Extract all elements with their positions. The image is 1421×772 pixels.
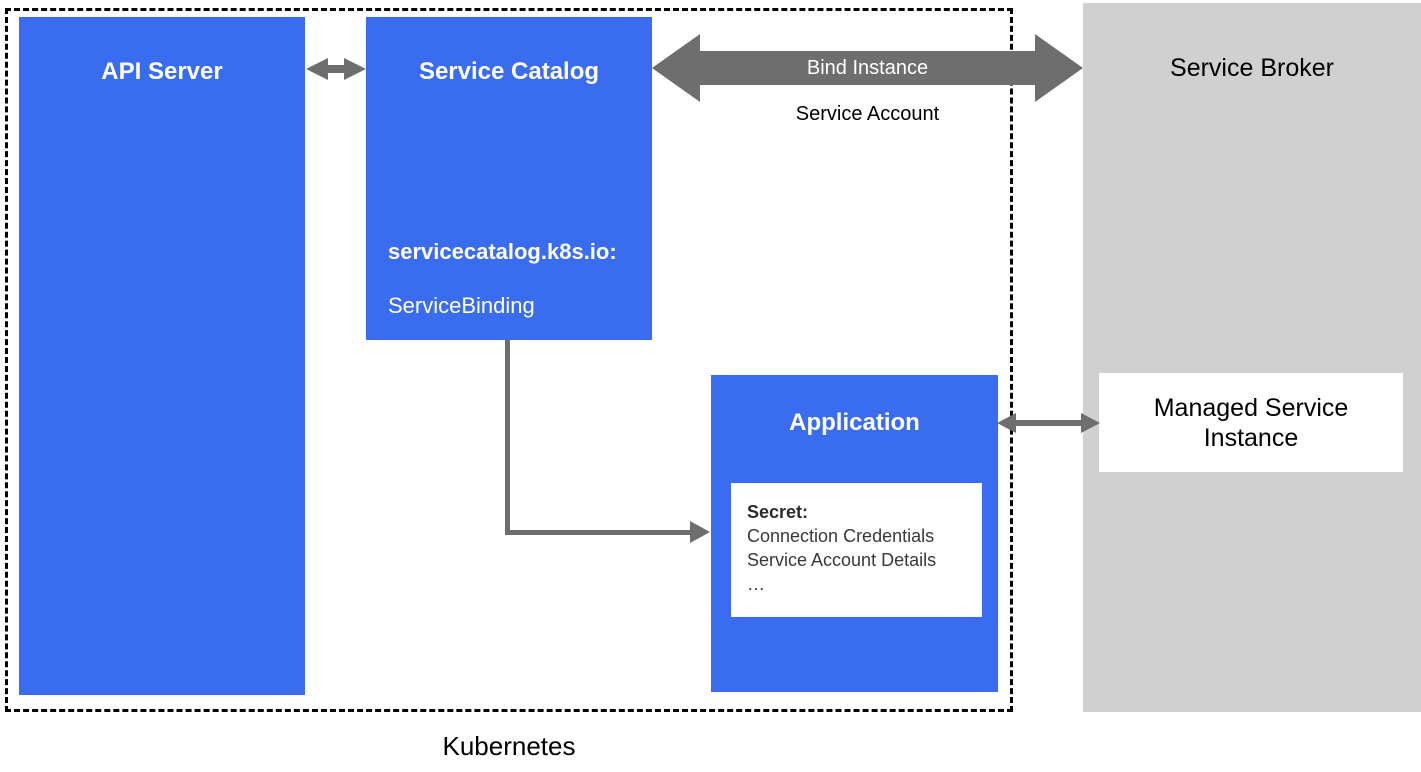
kubernetes-boundary bbox=[5, 8, 1013, 712]
secret-line: … bbox=[747, 574, 765, 594]
service-binding-secret-connector-vertical bbox=[505, 340, 510, 533]
application-box: Application Secret: Connection Credentia… bbox=[711, 375, 998, 692]
service-broker-title: Service Broker bbox=[1170, 54, 1334, 82]
secret-line: Service Account Details bbox=[747, 550, 937, 570]
bind-instance-arrow bbox=[652, 34, 1083, 102]
api-server-service-catalog-arrow bbox=[306, 58, 366, 80]
service-catalog-api-group: servicecatalog.k8s.io: bbox=[388, 239, 617, 264]
secret-title: Secret: bbox=[747, 502, 809, 522]
service-binding-secret-arrowhead bbox=[690, 521, 710, 543]
secret-box: Secret: Connection Credentials Service A… bbox=[731, 483, 982, 617]
managed-service-instance-box: Managed Service Instance bbox=[1099, 373, 1403, 472]
service-binding-secret-connector-horizontal bbox=[505, 530, 691, 535]
application-title: Application bbox=[789, 409, 920, 436]
application-managed-instance-arrow bbox=[997, 413, 1100, 433]
kubernetes-label: Kubernetes bbox=[442, 731, 576, 761]
service-account-label: Service Account bbox=[795, 103, 940, 125]
service-broker-box: Service Broker bbox=[1083, 3, 1421, 712]
api-server-box: API Server bbox=[19, 17, 305, 695]
service-binding-resource: ServiceBinding bbox=[388, 293, 535, 318]
secret-line: Connection Credentials bbox=[747, 526, 935, 546]
managed-service-instance-title: Managed Service Instance bbox=[1153, 393, 1349, 452]
api-server-title: API Server bbox=[101, 58, 223, 85]
bind-instance-arrow-label: Bind Instance bbox=[806, 56, 929, 79]
service-catalog-title: Service Catalog bbox=[418, 58, 600, 85]
service-catalog-box: Service Catalog servicecatalog.k8s.io: S… bbox=[366, 17, 652, 340]
